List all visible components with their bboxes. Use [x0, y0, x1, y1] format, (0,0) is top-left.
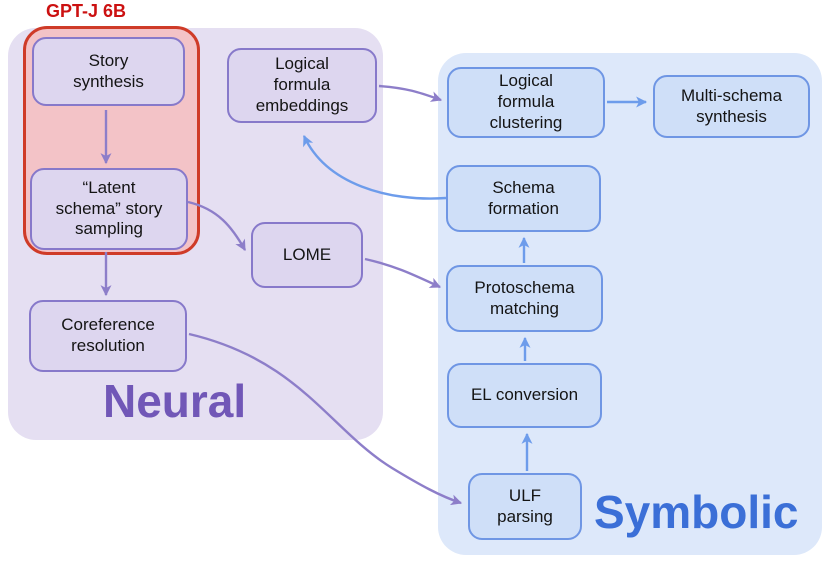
node-protoschema-matching: Protoschema matching [446, 265, 603, 332]
node-story-synthesis: Story synthesis [32, 37, 185, 106]
node-schema-formation: Schema formation [446, 165, 601, 232]
node-multi-schema-synthesis: Multi-schema synthesis [653, 75, 810, 138]
gptj-6b-label: GPT-J 6B [46, 1, 127, 21]
neural-region-label: Neural [103, 375, 247, 427]
node-lome: LOME [251, 222, 363, 288]
node-logical-formula-embeddings: Logical formula embeddings [227, 48, 377, 123]
symbolic-region-label: Symbolic [594, 486, 799, 538]
node-logical-formula-clustering: Logical formula clustering [447, 67, 605, 138]
node-coreference-resolution: Coreference resolution [29, 300, 187, 372]
edge-embeddings-to-clustering [378, 84, 443, 102]
node-ulf-parsing: ULF parsing [468, 473, 582, 540]
node-el-conversion: EL conversion [447, 363, 602, 428]
node-latent-schema-story-sampling: “Latent schema” story sampling [30, 168, 188, 250]
